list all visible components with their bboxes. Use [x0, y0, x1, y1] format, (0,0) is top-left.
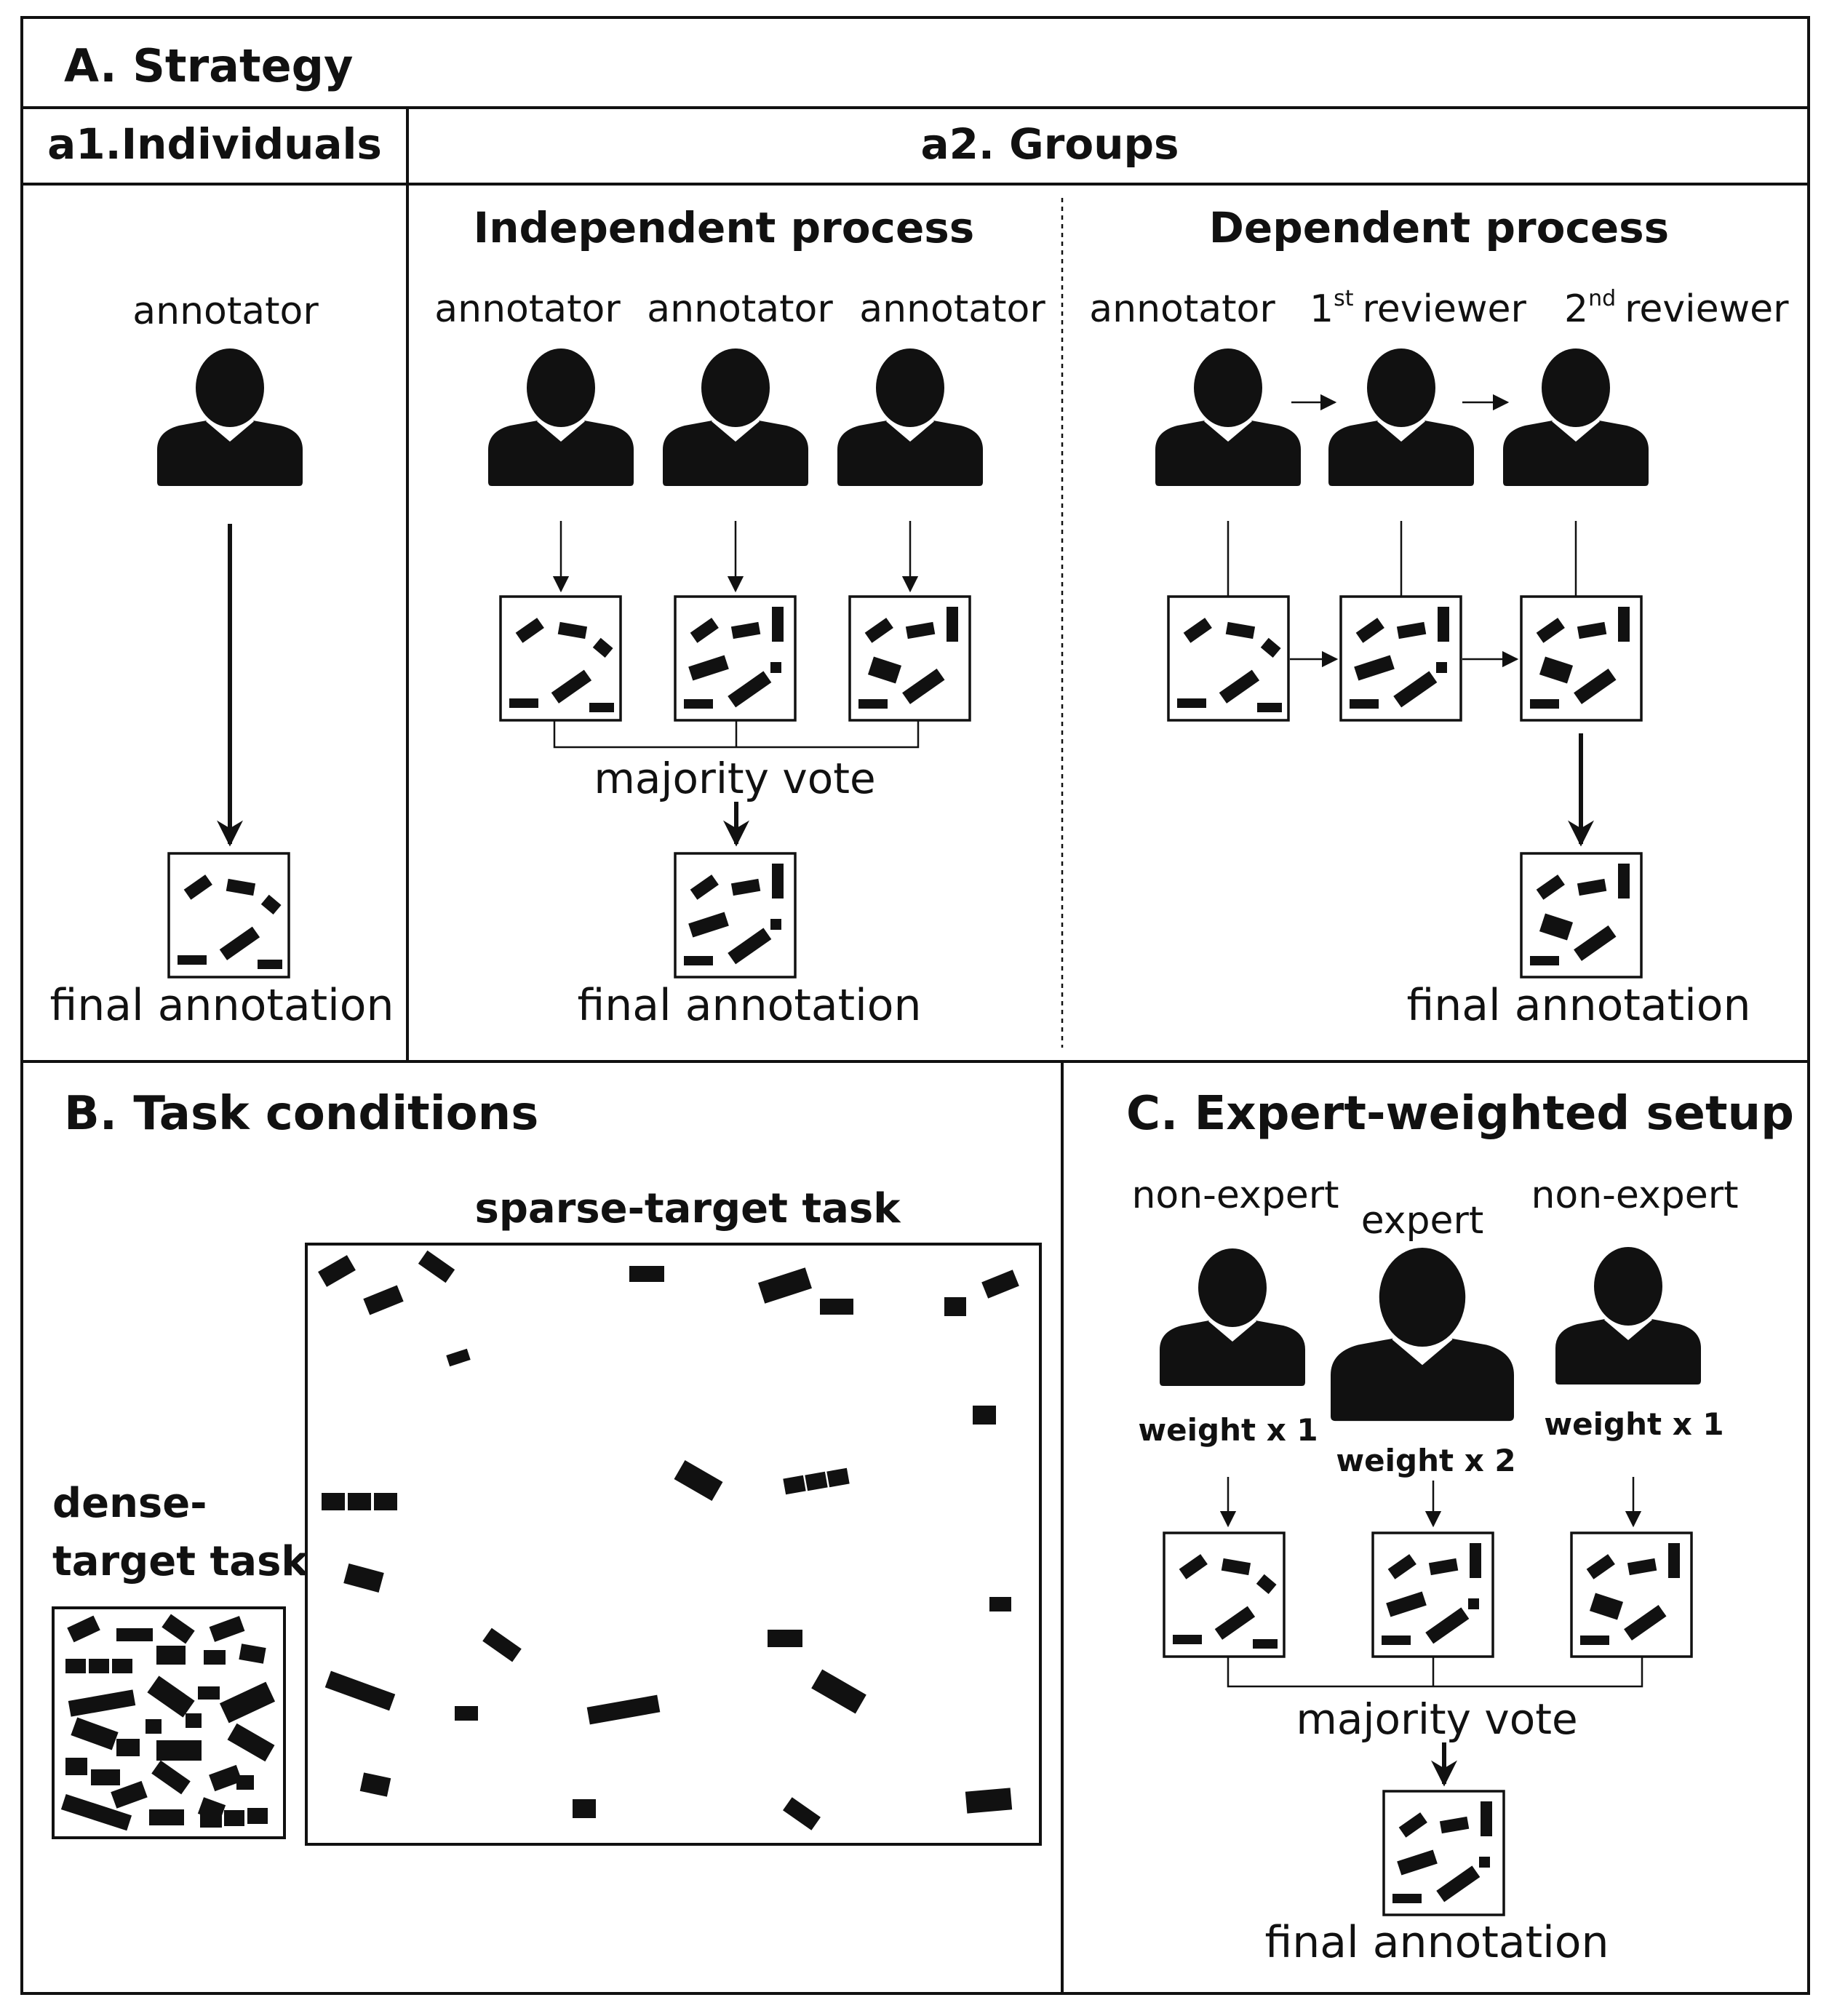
dependent-process-title: Dependent process [1209, 203, 1669, 252]
person-icon [661, 347, 810, 487]
diagram-frame [20, 16, 1810, 1995]
section-c-title: C. Expert-weighted setup [1126, 1087, 1794, 1141]
annotation-box-icon [1570, 1531, 1693, 1658]
individual-result-label: final annotation [49, 980, 394, 1031]
annotation-box-icon [1520, 595, 1643, 722]
annotation-box-icon [1339, 595, 1462, 722]
non-expert-left-label: non-expert [1131, 1174, 1339, 1217]
dense-task-label-line2: target task [52, 1538, 309, 1585]
annotation-box-icon [848, 595, 971, 722]
non-expert-right-label: non-expert [1531, 1174, 1738, 1217]
independent-process-panel: Independent process annotator annotator … [434, 203, 1045, 1031]
expert-majority-vote-label: majority vote [1296, 1694, 1577, 1744]
person-icon [836, 347, 984, 487]
weight-left-label: weight x 1 [1138, 1412, 1318, 1448]
expert-label: expert [1361, 1199, 1484, 1243]
dense-task-label-line1: dense- [52, 1480, 207, 1527]
individuals-panel: annotator final annotation [49, 290, 394, 1031]
dependent-annotator-label: annotator [1089, 287, 1275, 331]
dependent-result-label: final annotation [1406, 980, 1750, 1031]
dense-target-box [52, 1606, 286, 1839]
person-icon [1329, 1246, 1515, 1422]
person-icon [487, 347, 635, 487]
groups-header: a2. Groups [920, 119, 1179, 169]
section-a-title: A. Strategy [64, 39, 353, 92]
independent-annotator-2-label: annotator [647, 287, 833, 331]
expert-result-label: final annotation [1264, 1917, 1609, 1968]
sparse-target-box [305, 1243, 1042, 1846]
section-b-title: B. Task conditions [64, 1087, 538, 1141]
expert-weighted-panel: C. Expert-weighted setup non-expert expe… [1126, 1087, 1794, 1968]
individual-annotator-label: annotator [132, 290, 319, 333]
annotation-box-icon [499, 595, 622, 722]
person-icon [1158, 1247, 1307, 1387]
person-icon [1502, 347, 1650, 487]
annotation-box-icon [1167, 595, 1290, 722]
annotation-box-icon [1520, 852, 1643, 979]
task-conditions-panel: B. Task conditions sparse-target task de… [52, 1087, 1042, 1846]
independent-result-label: final annotation [577, 980, 921, 1031]
weight-right-label: weight x 1 [1544, 1406, 1724, 1442]
annotation-box-icon [674, 852, 797, 979]
independent-process-title: Independent process [474, 203, 975, 252]
annotation-box-icon [1371, 1531, 1494, 1658]
independent-majority-vote-label: majority vote [594, 754, 875, 803]
person-icon [156, 347, 304, 487]
individuals-header: a1.Individuals [47, 119, 382, 169]
person-icon [1327, 347, 1475, 487]
sparse-task-label: sparse-target task [474, 1185, 901, 1232]
annotation-box-icon [674, 595, 797, 722]
independent-annotator-1-label: annotator [434, 287, 621, 331]
weight-expert-label: weight x 2 [1336, 1443, 1515, 1478]
person-icon [1154, 347, 1302, 487]
independent-annotator-3-label: annotator [859, 287, 1045, 331]
person-icon [1554, 1246, 1702, 1386]
bracket-connector [1227, 1657, 1643, 1688]
annotation-box-icon [1382, 1790, 1505, 1916]
annotation-box-icon [167, 852, 290, 979]
annotation-box-icon [1163, 1531, 1286, 1658]
